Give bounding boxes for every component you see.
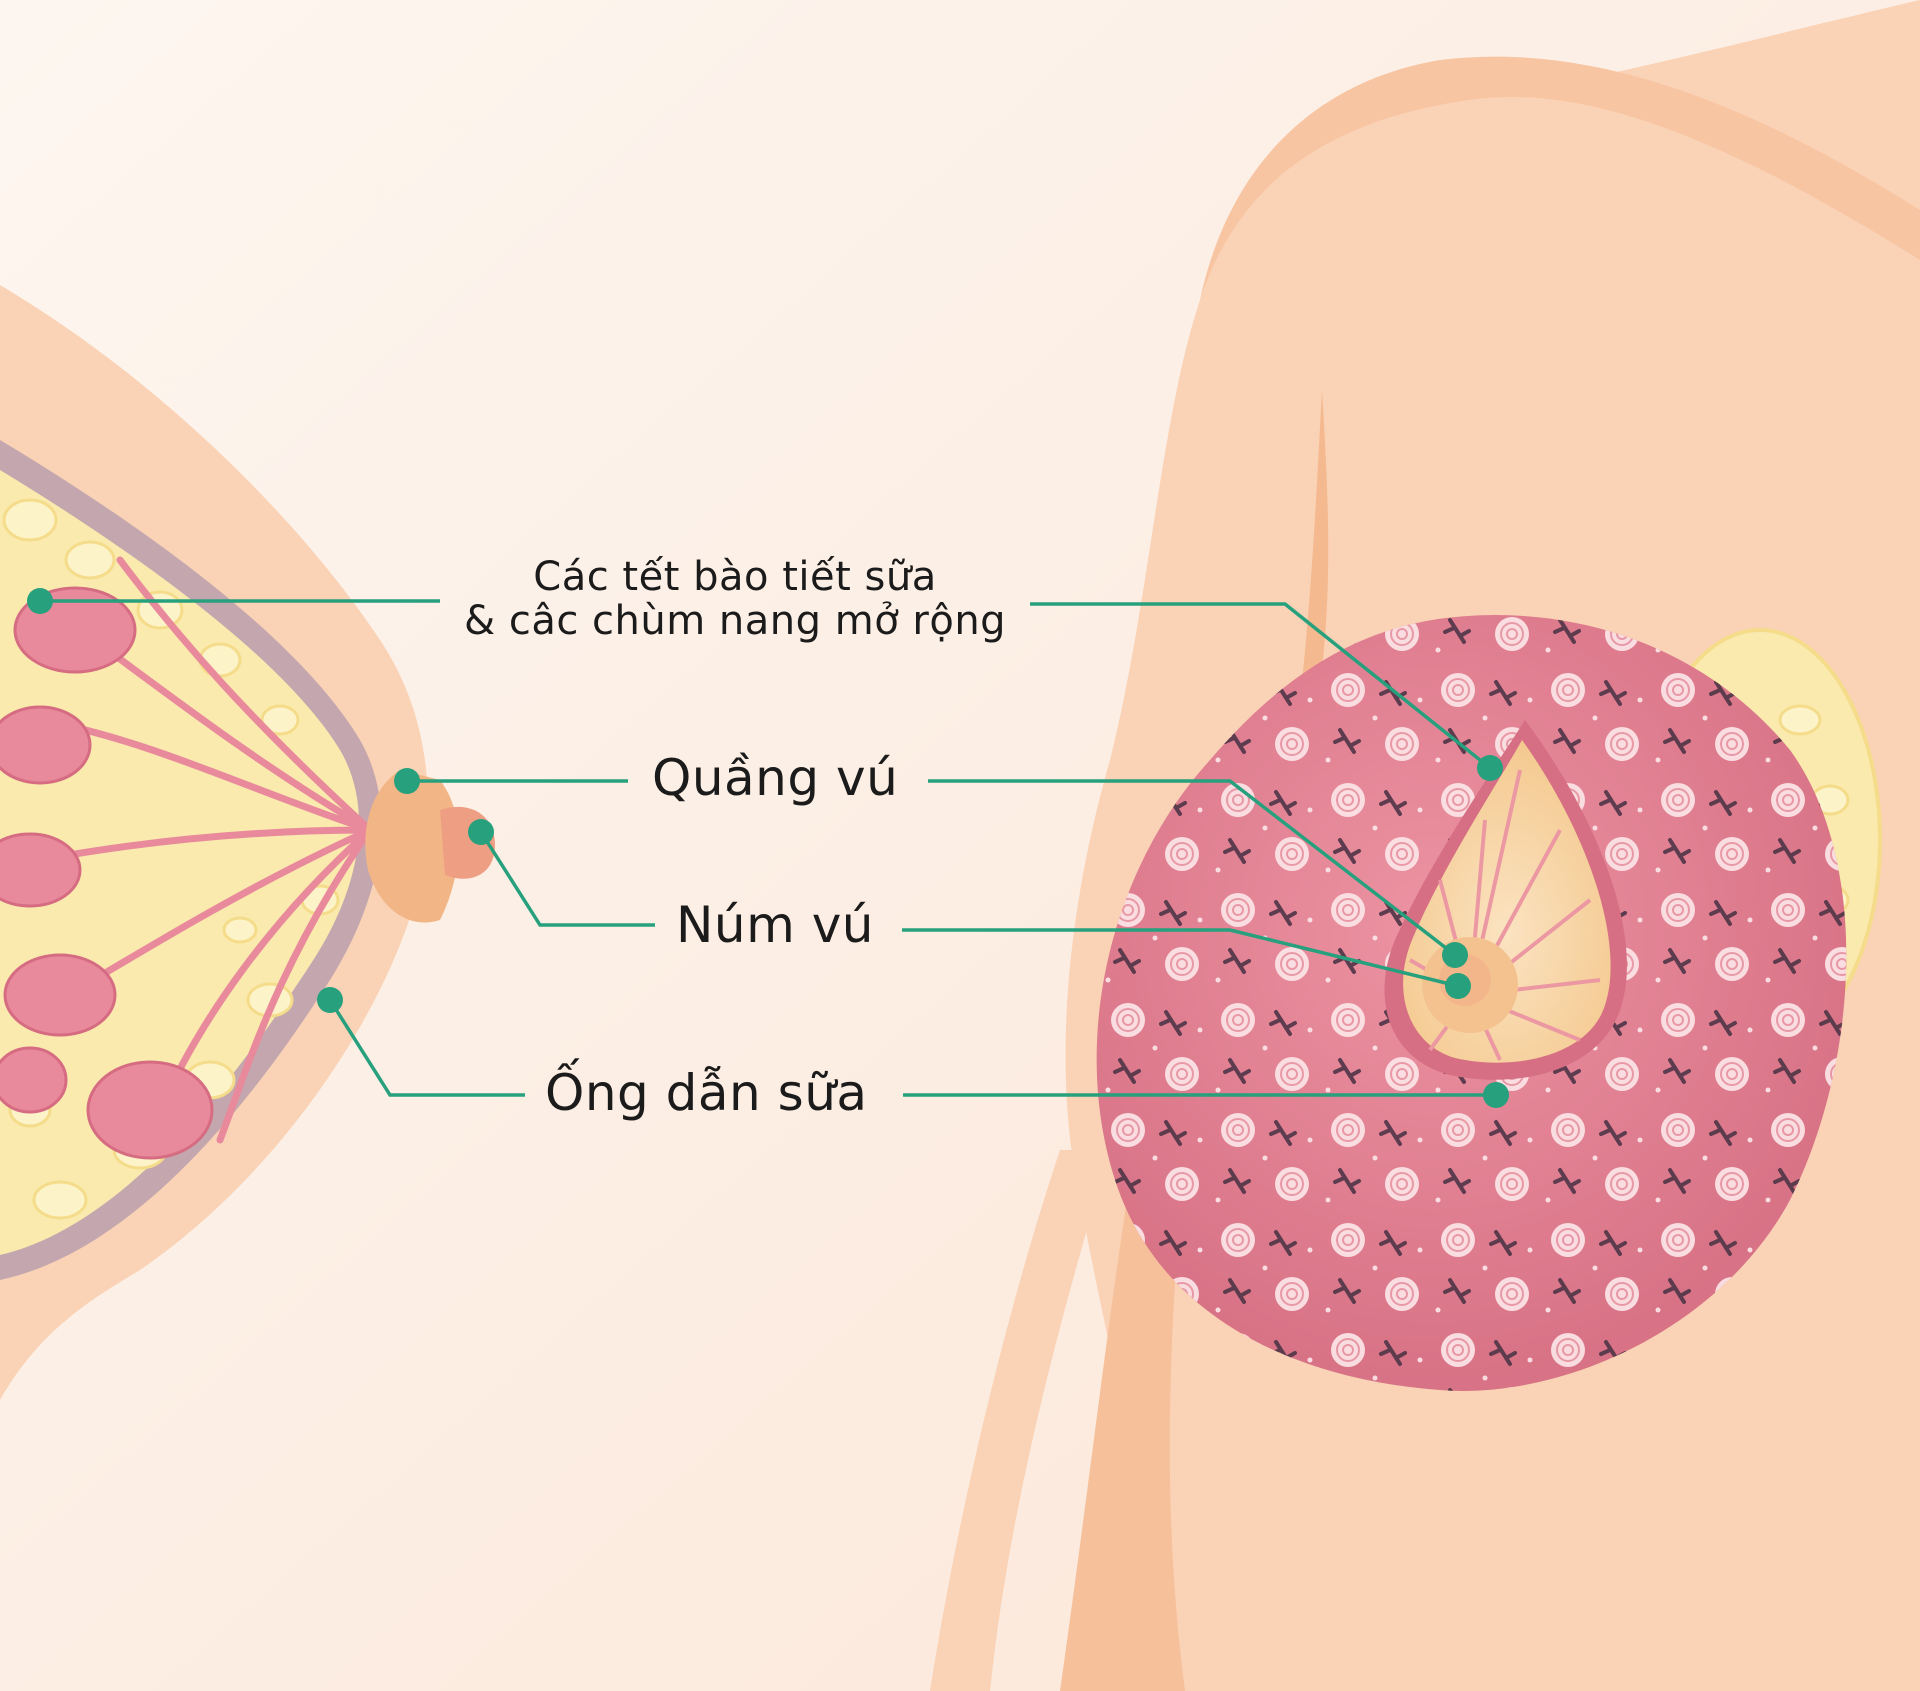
dot-nipple-right xyxy=(1445,973,1471,999)
leader-line-ducts-left xyxy=(328,999,525,1097)
dot-ducts-left xyxy=(317,987,343,1013)
dot-nipple-left xyxy=(468,819,494,845)
label-milk-cells: Các tết bào tiết sữa & câc chùm nang mở … xyxy=(440,555,1030,643)
leader-dots xyxy=(27,588,1509,1108)
areola-shape xyxy=(365,770,459,923)
leader-line-nipple-left xyxy=(479,831,655,927)
dot-areola-left xyxy=(394,768,420,794)
leader-line-areola-right xyxy=(928,779,1457,957)
dot-milk-cells-left xyxy=(27,588,53,614)
body-arm xyxy=(1060,1150,1185,1691)
left-breast-cross-section xyxy=(0,440,495,1280)
label-areola: Quầng vú xyxy=(652,749,899,807)
leader-line-milk-cells-right xyxy=(1030,602,1492,770)
label-milk-ducts: Ống dẫn sữa xyxy=(545,1064,868,1122)
leader-line-nipple-right xyxy=(902,928,1459,988)
dot-ducts-right xyxy=(1483,1082,1509,1108)
dot-areola-right xyxy=(1442,942,1468,968)
label-nipple: Núm vú xyxy=(676,896,874,954)
dot-milk-cells-right xyxy=(1477,755,1503,781)
label-milk-cells-line1: Các tết bào tiết sữa xyxy=(533,554,937,600)
leader-lines xyxy=(40,599,1496,1097)
label-milk-cells-line2: & câc chùm nang mở rộng xyxy=(463,598,1007,644)
